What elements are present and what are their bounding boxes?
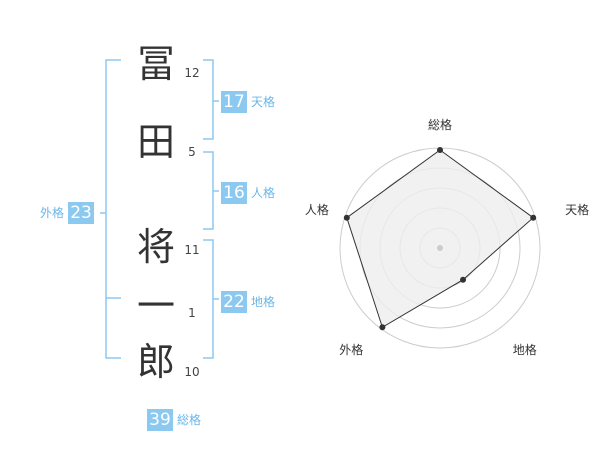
stroke-count-1: 12: [184, 66, 200, 80]
radar-point-4: [379, 324, 386, 331]
stroke-count-2: 5: [188, 145, 196, 159]
jinkaku-value: 16: [221, 182, 247, 204]
soukaku-badge: 39 総格: [147, 409, 201, 431]
chikaku-badge: 22 地格: [221, 291, 275, 313]
name-char-5: 郎: [136, 340, 175, 384]
gaikaku-badge: 外格 23: [40, 202, 95, 224]
name-char-2: 田: [136, 120, 175, 164]
jinkaku-badge: 16 人格: [221, 182, 275, 204]
radar-axis-label-3: 地格: [512, 342, 537, 357]
stroke-count-3: 11: [184, 243, 200, 257]
radar-axis-label-5: 人格: [304, 203, 329, 218]
gaikaku-value: 23: [68, 202, 95, 224]
chikaku-label: 地格: [251, 295, 276, 309]
gaikaku-label: 外格: [40, 206, 65, 220]
chikaku-value: 22: [221, 291, 247, 313]
radar-point-5: [343, 214, 350, 221]
tenkaku-badge: 17 天格: [221, 91, 275, 113]
soukaku-value: 39: [147, 409, 173, 431]
radar-axis-label-4: 外格: [339, 342, 364, 357]
tenkaku-value: 17: [221, 91, 247, 113]
radar-points: [343, 147, 537, 331]
name-char-4: 一: [136, 284, 175, 328]
soukaku-label: 総格: [177, 413, 202, 427]
stroke-count-4: 1: [188, 306, 196, 320]
tenkaku-label: 天格: [251, 95, 276, 109]
radar-polygon: [346, 149, 534, 329]
name-char-1: 冨: [136, 42, 175, 86]
radar-axis-label-1: 総格: [428, 118, 453, 132]
radar-center-dot: [437, 245, 443, 251]
radar-point-1: [437, 147, 443, 153]
jinkaku-label: 人格: [251, 186, 276, 200]
radar-point-3: [460, 276, 467, 283]
stroke-count-5: 10: [184, 365, 200, 379]
gaikaku-bracket: [105, 59, 121, 359]
name-char-3: 将: [136, 225, 175, 269]
tenkaku-bracket: [203, 59, 214, 140]
radar-point-2: [530, 214, 537, 221]
radar-axis-label-2: 天格: [565, 203, 590, 218]
